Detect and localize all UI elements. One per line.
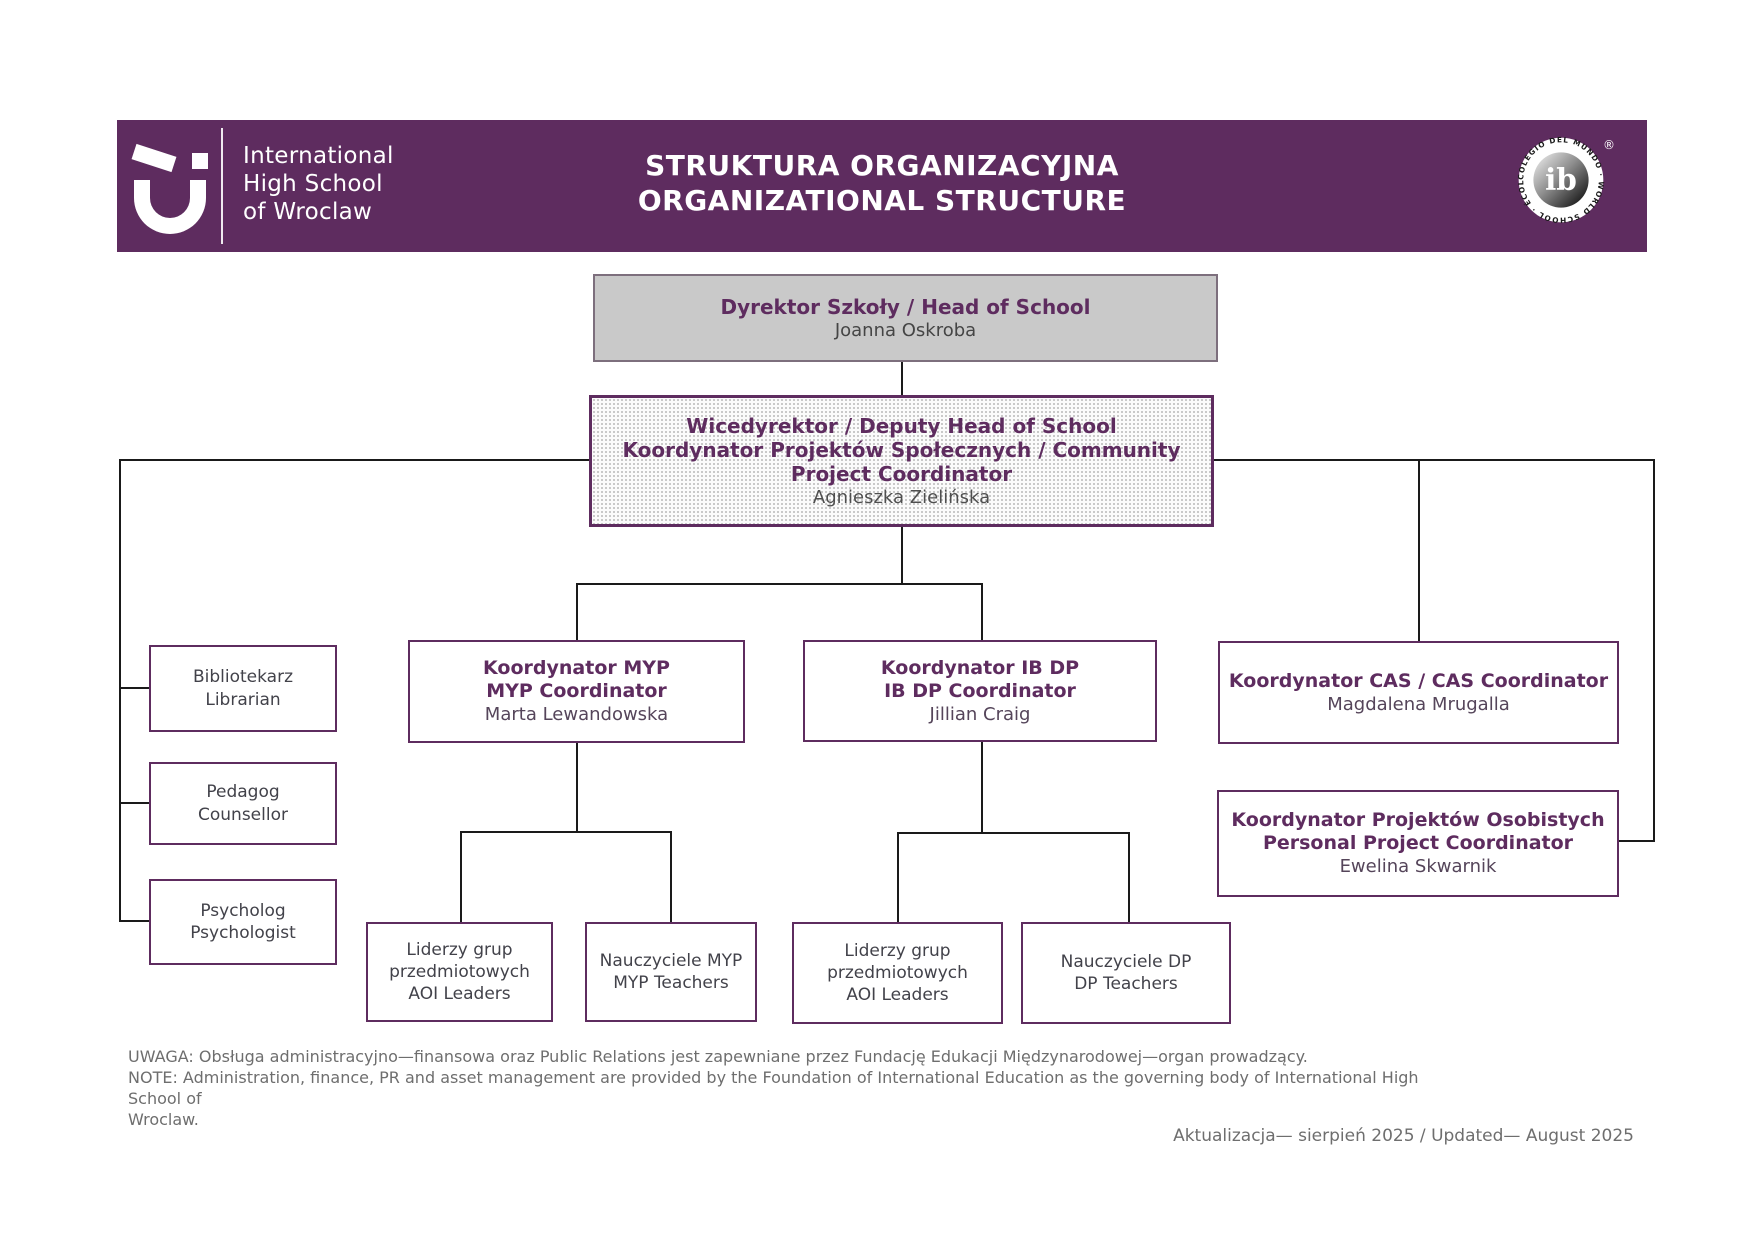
connector <box>1128 832 1130 923</box>
node-aoi-leaders-myp: Liderzy grup przedmiotowych AOI Leaders <box>366 922 553 1022</box>
page-title-line: STRUKTURA ORGANIZACYJNA <box>645 149 1119 182</box>
node-person: Jillian Craig <box>929 703 1031 725</box>
node-psychologist: Psycholog Psychologist <box>149 879 337 965</box>
connector <box>119 459 590 461</box>
node-dp-teachers: Nauczyciele DP DP Teachers <box>1021 922 1231 1024</box>
connector <box>981 742 983 833</box>
node-label: przedmiotowych <box>827 962 968 983</box>
node-label: Psychologist <box>190 923 296 943</box>
connector <box>1653 459 1655 842</box>
header-band: International High School of Wroclaw STR… <box>117 120 1647 252</box>
connector <box>119 920 150 922</box>
node-title: Koordynator Projektów Osobistych <box>1231 809 1605 832</box>
node-title: Project Coordinator <box>790 461 1013 486</box>
node-label: DP Teachers <box>1074 974 1178 994</box>
node-title: Koordynator Projektów Społecznych / Comm… <box>622 437 1181 462</box>
node-head-of-school: Dyrektor Szkoły / Head of School Joanna … <box>593 274 1218 362</box>
node-person: Marta Lewandowska <box>484 704 669 725</box>
node-title: Koordynator MYP <box>483 657 670 680</box>
page-title-line: ORGANIZATIONAL STRUCTURE <box>637 184 1127 217</box>
node-label: Bibliotekarz <box>192 667 294 688</box>
connector <box>981 583 983 641</box>
node-label: przedmiotowych <box>389 961 530 982</box>
node-person: Agnieszka Zielińska <box>812 486 991 508</box>
school-name-line: High School <box>243 171 383 197</box>
connector <box>1213 459 1655 461</box>
node-cas-coordinator: Koordynator CAS / CAS Coordinator Magdal… <box>1218 641 1619 744</box>
school-name-line: International <box>243 143 394 169</box>
node-myp-coordinator: Koordynator MYP MYP Coordinator Marta Le… <box>408 640 745 743</box>
node-label: Nauczyciele MYP <box>599 950 743 971</box>
node-title: MYP Coordinator <box>486 680 667 703</box>
node-label: AOI Leaders <box>408 984 511 1005</box>
last-updated-text: Aktualizacja— sierpień 2025 / Updated— A… <box>1173 1126 1634 1146</box>
node-label: Liderzy grup <box>406 939 513 960</box>
node-label: Liderzy grup <box>844 940 951 961</box>
connector <box>670 831 672 923</box>
node-label: Librarian <box>205 689 281 710</box>
connector <box>119 802 150 804</box>
connector <box>576 583 578 641</box>
node-label: Counsellor <box>198 804 288 825</box>
connector <box>460 831 462 923</box>
node-label: Psycholog <box>200 900 286 921</box>
node-person: Ewelina Skwarnik <box>1339 856 1497 877</box>
node-personal-project-coordinator: Koordynator Projektów Osobistych Persona… <box>1217 790 1619 897</box>
node-ibdp-coordinator: Koordynator IB DP IB DP Coordinator Jill… <box>803 640 1157 742</box>
connector <box>576 583 983 585</box>
connector <box>1619 840 1655 842</box>
registered-trademark: ® <box>1603 138 1615 152</box>
school-name-line: of Wroclaw <box>243 199 373 225</box>
page-title: STRUKTURA ORGANIZACYJNA ORGANIZATIONAL S… <box>117 148 1647 218</box>
node-title: Koordynator CAS / CAS Coordinator <box>1228 669 1609 692</box>
logo-divider <box>221 128 223 244</box>
node-title: Personal Project Coordinator <box>1262 832 1574 855</box>
connector <box>897 832 1130 834</box>
node-title: IB DP Coordinator <box>884 679 1076 702</box>
node-label: Nauczyciele DP <box>1060 951 1192 972</box>
ib-center-text: ib <box>1545 162 1577 197</box>
connector <box>119 459 121 922</box>
footer-note-line: Wroclaw. <box>128 1110 199 1129</box>
footer-note-line: UWAGA: Obsługa administracyjno—finansowa… <box>128 1047 1308 1066</box>
footer-note: UWAGA: Obsługa administracyjno—finansowa… <box>128 1046 1468 1130</box>
node-label: MYP Teachers <box>613 973 729 993</box>
logo-square-shape <box>192 153 208 169</box>
connector <box>576 743 578 833</box>
connector <box>901 362 903 396</box>
ib-world-school-badge-icon: COLEGIO DEL MUNDO · WORLD SCHOOL · ÉCOLE… <box>1515 134 1605 225</box>
connector <box>901 527 903 584</box>
node-deputy-head: Wicedyrektor / Deputy Head of School Koo… <box>589 395 1214 527</box>
node-title: Dyrektor Szkoły / Head of School <box>720 294 1091 319</box>
connector <box>1418 459 1420 641</box>
node-person: Magdalena Mrugalla <box>1327 693 1510 715</box>
school-logo-icon <box>131 142 211 234</box>
footer-note-line: NOTE: Administration, finance, PR and as… <box>128 1068 1419 1108</box>
node-label: Pedagog <box>206 782 280 803</box>
school-name: International High School of Wroclaw <box>243 142 394 226</box>
connector <box>460 831 672 833</box>
node-label: AOI Leaders <box>846 985 949 1006</box>
connector <box>897 832 899 923</box>
node-aoi-leaders-dp: Liderzy grup przedmiotowych AOI Leaders <box>792 922 1003 1024</box>
node-person: Joanna Oskroba <box>834 319 977 341</box>
node-title: Wicedyrektor / Deputy Head of School <box>686 413 1117 438</box>
node-counsellor: Pedagog Counsellor <box>149 762 337 845</box>
node-librarian: Bibliotekarz Librarian <box>149 645 337 732</box>
node-title: Koordynator IB DP <box>880 656 1080 679</box>
connector <box>119 687 150 689</box>
node-myp-teachers: Nauczyciele MYP MYP Teachers <box>585 922 757 1022</box>
